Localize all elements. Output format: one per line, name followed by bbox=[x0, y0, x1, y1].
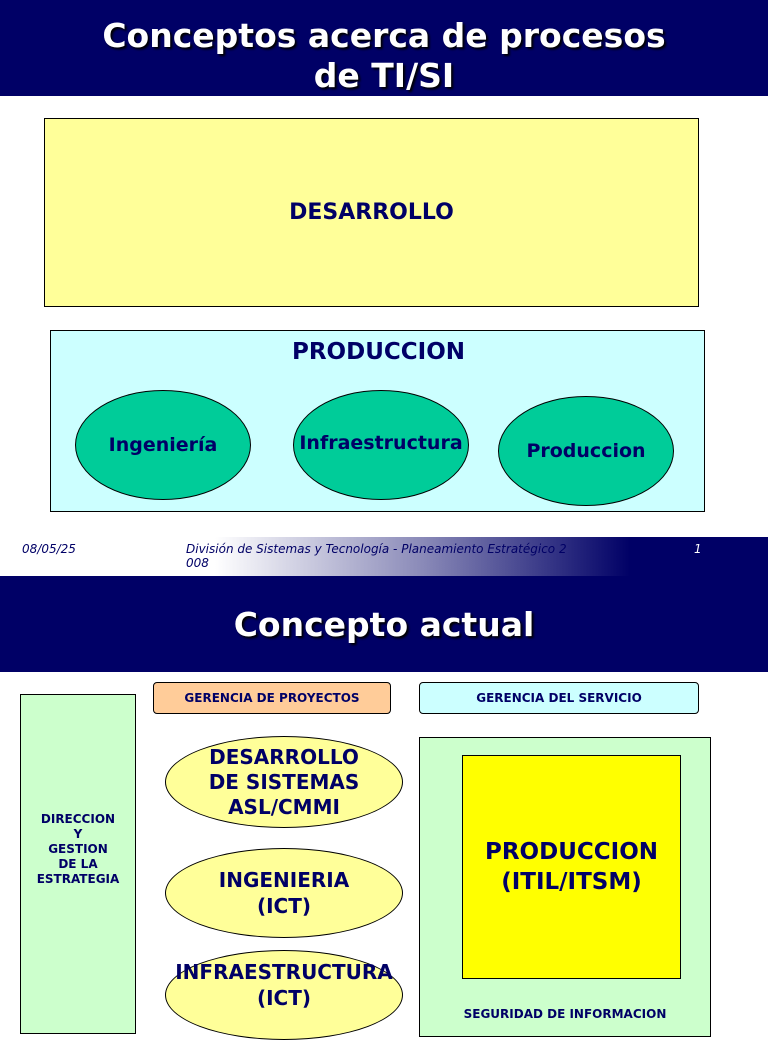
produccion-itil-line2: (ITIL/ITSM) bbox=[501, 869, 642, 895]
ellipse-infraestructura: Infraestructura bbox=[293, 390, 469, 500]
desarrollo-line1: DESARROLLO bbox=[209, 744, 359, 769]
footer-page-number: 1 bbox=[694, 542, 702, 556]
produccion-itil-box: PRODUCCION (ITIL/ITSM) bbox=[462, 755, 681, 979]
ellipse-ingenieria-label: Ingeniería bbox=[108, 434, 218, 456]
gerencia-servicio-label: GERENCIA DEL SERVICIO bbox=[476, 691, 642, 705]
ellipse-ingenieria-ict: INGENIERIA (ICT) bbox=[165, 848, 403, 938]
direccion-text: DIRECCION Y GESTION DE LA ESTRATEGIA bbox=[37, 812, 120, 887]
slide1-title-bar: Conceptos acerca de procesos de TI/SI bbox=[0, 0, 768, 96]
direccion-line2: Y bbox=[73, 826, 83, 841]
direccion-line1: DIRECCION bbox=[40, 811, 116, 826]
slide1-footer-bar bbox=[0, 537, 768, 576]
ellipse-desarrollo-sistemas: DESARROLLO DE SISTEMAS ASL/CMMI bbox=[165, 736, 403, 828]
desarrollo-label: DESARROLLO bbox=[289, 200, 454, 225]
gerencia-proyectos-label: GERENCIA DE PROYECTOS bbox=[184, 691, 360, 705]
infraestructura-line1: INFRAESTRUCTURA bbox=[175, 960, 393, 984]
direccion-line5: ESTRATEGIA bbox=[36, 871, 120, 886]
direccion-line3: GESTION bbox=[48, 841, 108, 856]
ingenieria-line2: (ICT) bbox=[256, 894, 312, 918]
footer-date: 08/05/25 bbox=[22, 542, 76, 556]
slide2-title-bar: Concepto actual bbox=[0, 576, 768, 672]
gerencia-proyectos-box: GERENCIA DE PROYECTOS bbox=[153, 682, 391, 714]
slide2-title: Concepto actual bbox=[233, 604, 535, 644]
infraestructura-line2: (ICT) bbox=[256, 986, 312, 1010]
direccion-line4: DE LA bbox=[58, 856, 98, 871]
desarrollo-line3: ASL/CMMI bbox=[228, 794, 340, 819]
desarrollo-line2: DE SISTEMAS bbox=[208, 769, 360, 794]
ellipse-ingenieria: Ingeniería bbox=[75, 390, 251, 500]
ellipse-produccion-label: Produccion bbox=[526, 440, 646, 462]
ellipse-infraestructura-label: Infraestructura bbox=[299, 432, 463, 454]
seguridad-label: SEGURIDAD DE INFORMACION bbox=[463, 1007, 667, 1021]
footer-text-line2: 008 bbox=[186, 556, 209, 570]
footer-text-line1: División de Sistemas y Tecnología - Plan… bbox=[186, 542, 567, 556]
ellipse-produccion: Produccion bbox=[498, 396, 674, 506]
slide1-title-line1: Conceptos acerca de procesos bbox=[102, 16, 666, 55]
slide1-title-line2: de TI/SI bbox=[313, 56, 455, 95]
produccion-title: PRODUCCION bbox=[291, 339, 465, 365]
gerencia-servicio-box: GERENCIA DEL SERVICIO bbox=[419, 682, 699, 714]
ellipse-infraestructura-ict: INFRAESTRUCTURA (ICT) bbox=[165, 950, 403, 1040]
direccion-box: DIRECCION Y GESTION DE LA ESTRATEGIA bbox=[20, 694, 136, 1034]
desarrollo-box: DESARROLLO bbox=[44, 118, 699, 307]
produccion-itil-line1: PRODUCCION bbox=[484, 839, 658, 865]
footer-text: División de Sistemas y Tecnología - Plan… bbox=[186, 542, 606, 570]
ingenieria-line1: INGENIERIA bbox=[218, 868, 350, 892]
